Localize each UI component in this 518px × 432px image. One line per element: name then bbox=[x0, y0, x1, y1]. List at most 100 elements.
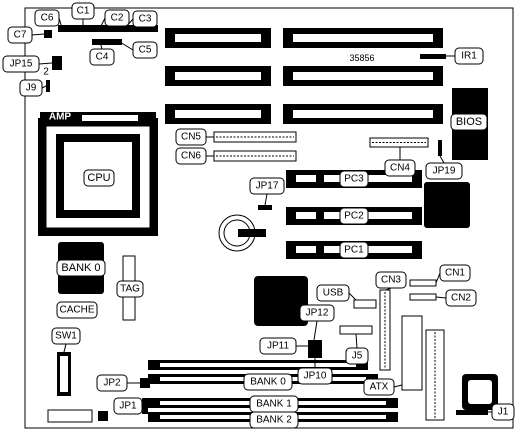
label-bank1: BANK 1 bbox=[249, 395, 299, 413]
cn3-connector bbox=[379, 289, 391, 371]
atx-power-connector bbox=[401, 315, 423, 391]
svg-text:CN2: CN2 bbox=[451, 293, 471, 304]
svg-text:PC2: PC2 bbox=[344, 211, 364, 222]
svg-text:C1: C1 bbox=[77, 6, 90, 17]
label-cpu: CPU bbox=[83, 169, 115, 187]
isa-slots bbox=[165, 28, 443, 124]
cn4-connector bbox=[369, 137, 429, 148]
jumper-jp19-block bbox=[438, 140, 442, 156]
label-c1: C1 bbox=[71, 2, 95, 20]
label-bank0-cache: BANK 0 bbox=[56, 259, 106, 277]
svg-text:CN1: CN1 bbox=[445, 268, 465, 279]
label-cn5: CN5 bbox=[175, 128, 207, 146]
svg-text:TAG: TAG bbox=[120, 284, 140, 295]
label-pc1: PC1 bbox=[339, 241, 369, 259]
j5-connector bbox=[339, 325, 373, 335]
svg-text:JP17: JP17 bbox=[256, 181, 279, 192]
label-j5: J5 bbox=[345, 347, 369, 365]
svg-text:J9: J9 bbox=[26, 83, 37, 94]
svg-text:JP1: JP1 bbox=[119, 401, 137, 412]
jumper-c7-block bbox=[44, 30, 52, 38]
label-bios: BIOS bbox=[450, 113, 488, 131]
svg-text:CN4: CN4 bbox=[390, 163, 410, 174]
jumper-jp2-block bbox=[140, 378, 150, 388]
label-atx: ATX bbox=[363, 378, 395, 396]
svg-text:C5: C5 bbox=[139, 45, 152, 56]
label-c3: C3 bbox=[132, 10, 158, 28]
jumper-ir1-block bbox=[420, 54, 446, 59]
label-pc2: PC2 bbox=[339, 207, 369, 225]
label-jp2: JP2 bbox=[96, 374, 128, 392]
svg-text:J1: J1 bbox=[498, 407, 509, 418]
label-c7: C7 bbox=[7, 26, 33, 44]
bottom-left-component bbox=[47, 409, 93, 423]
label-c5: C5 bbox=[132, 41, 158, 59]
svg-text:JP10: JP10 bbox=[304, 371, 327, 382]
label-cache: CACHE bbox=[56, 301, 98, 319]
svg-text:CACHE: CACHE bbox=[59, 305, 94, 316]
svg-text:CN6: CN6 bbox=[181, 151, 201, 162]
label-tag: TAG bbox=[116, 280, 144, 298]
svg-text:C7: C7 bbox=[14, 30, 27, 41]
label-cn4: CN4 bbox=[384, 159, 416, 177]
svg-text:SW1: SW1 bbox=[55, 331, 77, 342]
label-j1: J1 bbox=[491, 403, 515, 421]
label-c4: C4 bbox=[89, 48, 115, 66]
svg-text:PC3: PC3 bbox=[344, 174, 364, 185]
label-sw1: SW1 bbox=[51, 327, 81, 345]
svg-text:IR1: IR1 bbox=[461, 51, 477, 62]
jumper-jp17-block bbox=[258, 205, 272, 210]
label-cn1: CN1 bbox=[439, 264, 471, 282]
label-j9: J9 bbox=[19, 79, 43, 97]
label-pc3: PC3 bbox=[339, 170, 369, 188]
label-c2: C2 bbox=[104, 9, 130, 27]
label-jp1: JP1 bbox=[113, 397, 143, 415]
label-amp: AMP bbox=[49, 112, 72, 123]
label-jp12: JP12 bbox=[299, 304, 335, 322]
board-model-number: 35856 bbox=[349, 53, 374, 63]
svg-text:J5: J5 bbox=[352, 351, 363, 362]
svg-text:JP15: JP15 bbox=[10, 59, 33, 70]
svg-text:BANK 1: BANK 1 bbox=[256, 399, 292, 410]
svg-text:CN5: CN5 bbox=[181, 132, 201, 143]
cn2-connector bbox=[409, 293, 437, 301]
label-jp11: JP11 bbox=[259, 337, 297, 355]
j1-header bbox=[456, 410, 488, 415]
cn1-connector bbox=[409, 279, 437, 287]
label-jp15: JP15 bbox=[2, 55, 40, 73]
label-bank2: BANK 2 bbox=[249, 411, 299, 429]
chipset-chip-center bbox=[254, 276, 308, 326]
jumper-jp1-block bbox=[142, 398, 148, 414]
jumper-c-row2 bbox=[92, 39, 122, 45]
svg-text:C6: C6 bbox=[41, 13, 54, 24]
label-cn6: CN6 bbox=[175, 147, 207, 165]
jumper-c-row bbox=[58, 25, 158, 32]
label-bank0-simm: BANK 0 bbox=[243, 373, 293, 391]
svg-text:C4: C4 bbox=[96, 52, 109, 63]
chipset-chip-right bbox=[424, 182, 470, 228]
svg-text:PC1: PC1 bbox=[344, 245, 364, 256]
leader-lines bbox=[31, 17, 492, 413]
svg-text:BANK 0: BANK 0 bbox=[61, 262, 100, 274]
svg-text:BANK 2: BANK 2 bbox=[256, 415, 292, 426]
jumper-jp12-block bbox=[308, 340, 322, 358]
svg-text:C3: C3 bbox=[139, 14, 152, 25]
svg-text:JP12: JP12 bbox=[306, 308, 329, 319]
svg-text:BIOS: BIOS bbox=[456, 116, 482, 128]
jumper-jp15-block bbox=[52, 56, 62, 70]
label-jp15-pin: 2 bbox=[43, 67, 49, 78]
usb-connector bbox=[353, 299, 377, 309]
label-jp19: JP19 bbox=[425, 162, 463, 180]
label-cn2: CN2 bbox=[445, 289, 477, 307]
svg-text:BANK 0: BANK 0 bbox=[250, 377, 286, 388]
label-usb: USB bbox=[316, 284, 350, 302]
label-jp10: JP10 bbox=[297, 367, 333, 385]
svg-text:ATX: ATX bbox=[370, 382, 389, 393]
label-cn3: CN3 bbox=[375, 271, 407, 289]
svg-text:JP2: JP2 bbox=[103, 378, 121, 389]
label-ir1: IR1 bbox=[454, 47, 484, 65]
svg-text:C2: C2 bbox=[111, 13, 124, 24]
jumper-j9-block bbox=[46, 80, 50, 92]
label-c6: C6 bbox=[34, 9, 60, 27]
